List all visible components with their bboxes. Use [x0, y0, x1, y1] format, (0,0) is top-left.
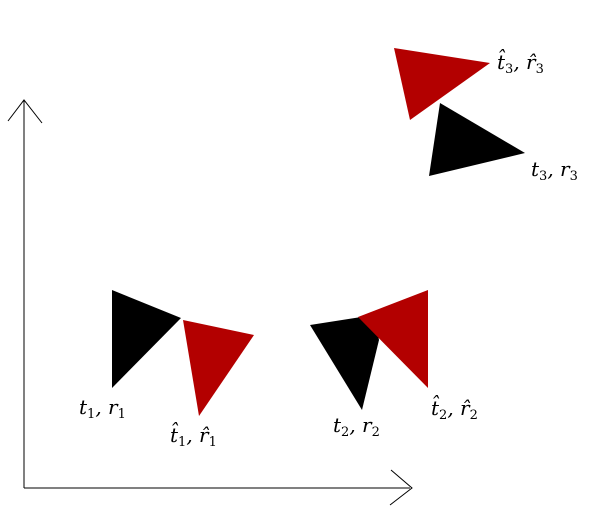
- pose-2-truth-label: t2, r2: [333, 413, 380, 440]
- pose-1-ground-truth-triangle: [112, 290, 181, 388]
- pose-3-estimate-triangle: [394, 48, 490, 120]
- pose-3-truth-label: t3, r3: [531, 157, 578, 184]
- pose-3-ground-truth-triangle: [429, 103, 525, 176]
- pose-1-truth-label: t1, r1: [79, 395, 126, 422]
- y-axis-arrowhead: [7, 99, 43, 124]
- pose-2-estimate-triangle: [358, 290, 428, 388]
- axes: [7, 99, 413, 506]
- pose-1-estimate-triangle: [183, 320, 254, 416]
- pose-2-estimate-label: t̂2, r̂2: [431, 394, 478, 423]
- pose-2-ground-truth-triangle: [310, 315, 379, 410]
- x-axis-arrowhead: [389, 469, 413, 506]
- pose-1-estimate-label: t̂1, r̂1: [170, 421, 217, 450]
- pose-3-estimate-label: t̂3, r̂3: [497, 48, 544, 77]
